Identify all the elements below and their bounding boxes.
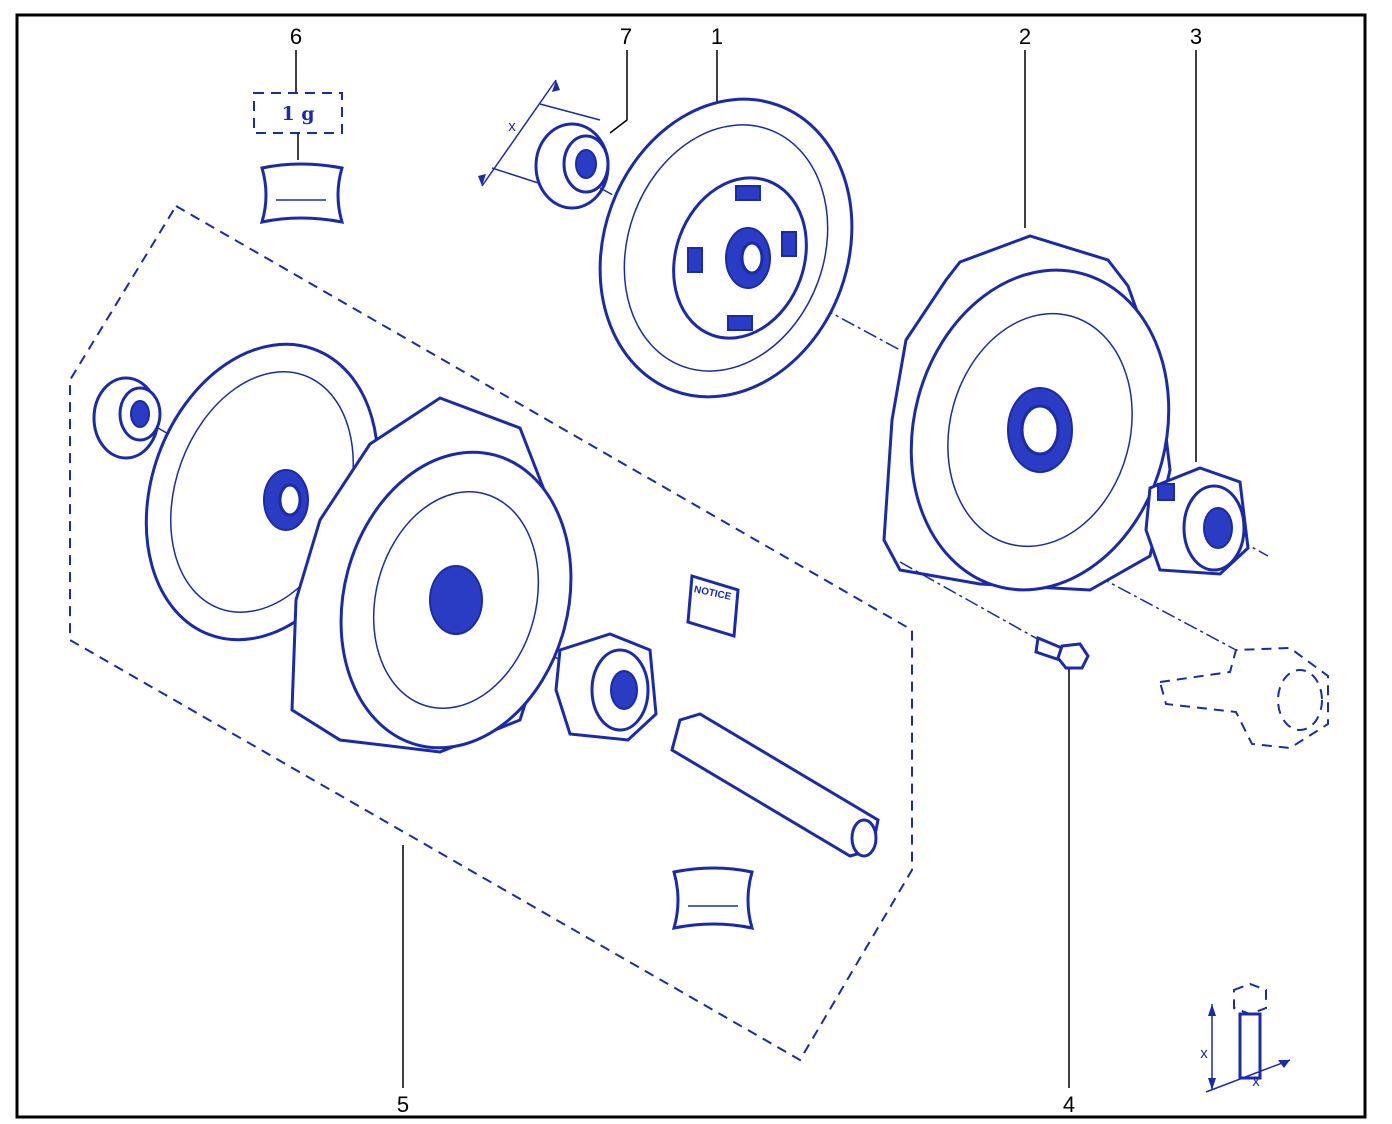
slave-cylinder-face [1277,669,1323,731]
grease-quantity-box [253,92,343,134]
clutch-kit-item-5[interactable]: NOTICE [69,204,913,1062]
callout-7-leader [609,50,628,134]
slave-cylinder-optional[interactable] [1158,646,1329,750]
kit-release-bearing-bore [610,670,638,710]
detail-arrow-bottom [1208,1078,1216,1090]
release-bearing-bore [1203,507,1233,549]
kit-alignment-tool [670,712,880,858]
bolt-head [1056,642,1090,670]
callout-1[interactable]: 1 [711,24,723,104]
callout-6-number: 6 [290,24,302,49]
kit-pressure-plate-diaphragm [372,490,540,710]
callout-6[interactable]: 6 [290,24,302,92]
bearing-dimension-x: x [508,118,516,135]
bolt-dimension-detail: x x [1200,982,1291,1093]
callout-7[interactable]: 7 [609,24,632,134]
dimension-arrow-top [552,80,560,92]
detail-arrow-right [1278,1060,1290,1068]
dimension-extension-top [539,103,601,121]
kit-grease-sachet-icon [671,866,755,930]
clutch-disc-item-1[interactable] [559,63,901,432]
detail-arrow-top [1208,1004,1216,1016]
callout-1-number: 1 [711,24,723,49]
pressure-plate-diaphragm-outer [947,312,1133,548]
kit-pressure-plate-centre [429,565,483,635]
release-bearing-clip [1157,483,1175,501]
detail-dimension-x-diagonal: x [1252,1073,1260,1090]
dimension-arrow-bottom [478,174,486,186]
grease-sachet-icon [259,162,345,224]
grease-quantity-text: 1 g [281,103,314,125]
callout-3[interactable]: 3 [1190,24,1202,462]
kit-manual-booklet-icon [686,574,740,638]
assembly-axis-4 [899,561,1051,647]
grease-sachet-item-6[interactable]: 1 g [253,92,345,224]
pressure-plate-bore [1020,404,1060,456]
callout-4-number: 4 [1063,1092,1075,1117]
pressure-plate-item-2[interactable] [876,234,1269,651]
clutch-disc-hub-bore [740,241,764,275]
kit-boundary [69,204,913,1062]
damper-spring-4 [687,247,703,273]
kit-clutch-disc-bore [278,483,302,517]
bolt-item-4[interactable] [899,561,1090,670]
slave-cylinder-outline [1158,646,1329,750]
callout-5[interactable]: 5 [397,845,409,1117]
callout-2-number: 2 [1019,24,1031,49]
kit-alignment-tool-end [850,818,878,858]
callout-5-number: 5 [397,1092,409,1117]
callout-7-number: 7 [620,24,632,49]
release-bearing-item-3[interactable] [1144,466,1250,576]
damper-spring-2 [781,231,797,257]
detail-bolt-shank [1238,1012,1262,1080]
clutch-disc-lining-inner [623,124,829,372]
kit-spigot-bearing-bore [130,400,150,428]
detail-dimension-diagonal [1205,1059,1291,1093]
callout-2[interactable]: 2 [1019,24,1031,228]
spigot-bearing-bore [575,149,597,179]
spigot-bearing-item-7[interactable]: x [478,79,610,210]
callout-3-number: 3 [1190,24,1202,49]
damper-spring-1 [735,185,761,201]
diagram-frame [15,13,1367,1119]
damper-spring-3 [727,315,753,331]
detail-dimension-x-vertical: x [1200,1045,1208,1062]
callout-4[interactable]: 4 [1063,668,1075,1117]
detail-bolt-head [1233,982,1267,1016]
